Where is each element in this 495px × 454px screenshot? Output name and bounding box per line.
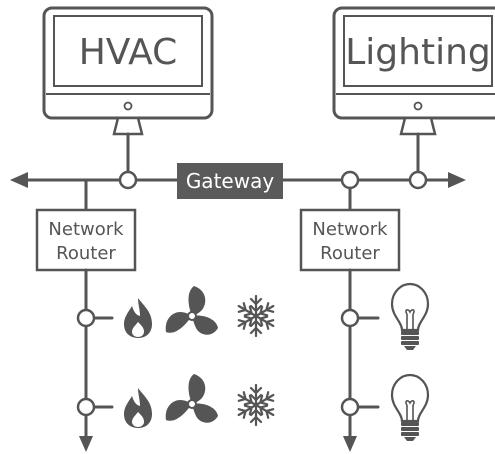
right-node-1 <box>340 308 360 328</box>
lighting-bus-node <box>408 170 428 190</box>
left-branch: Network Router <box>35 178 276 452</box>
left-branch-arrow-icon <box>79 436 93 452</box>
left-node-1 <box>76 308 96 328</box>
gateway-label: Gateway <box>186 169 275 193</box>
lightbulb-icon <box>390 373 430 443</box>
hvac-label: HVAC <box>79 32 178 73</box>
flame-icon <box>124 298 152 338</box>
gateway: Gateway <box>177 163 283 199</box>
flame-icon <box>124 388 152 428</box>
router-bus-node <box>340 170 360 190</box>
right-node-2 <box>340 397 360 417</box>
bus-right-arrow-icon <box>448 172 466 188</box>
lightbulb-icon <box>390 282 430 352</box>
right-branch: Network Router <box>299 186 430 452</box>
left-node-2 <box>76 397 96 417</box>
left-router-line2: Router <box>56 243 116 264</box>
right-router-line2: Router <box>320 243 380 264</box>
left-router-line1: Network <box>48 219 124 240</box>
snowflake-icon <box>236 385 276 425</box>
hvac-bus-node <box>118 170 138 190</box>
right-router-line1: Network <box>312 219 388 240</box>
fan-icon <box>164 285 219 336</box>
bus-left-arrow-icon <box>10 172 28 188</box>
hvac-monitor: HVAC <box>42 6 214 136</box>
right-branch-arrow-icon <box>343 436 357 452</box>
fan-icon <box>164 373 219 424</box>
left-network-router <box>35 208 137 272</box>
lighting-label: Lighting <box>345 32 491 73</box>
lighting-monitor: Lighting <box>332 6 495 136</box>
snowflake-icon <box>236 296 276 336</box>
